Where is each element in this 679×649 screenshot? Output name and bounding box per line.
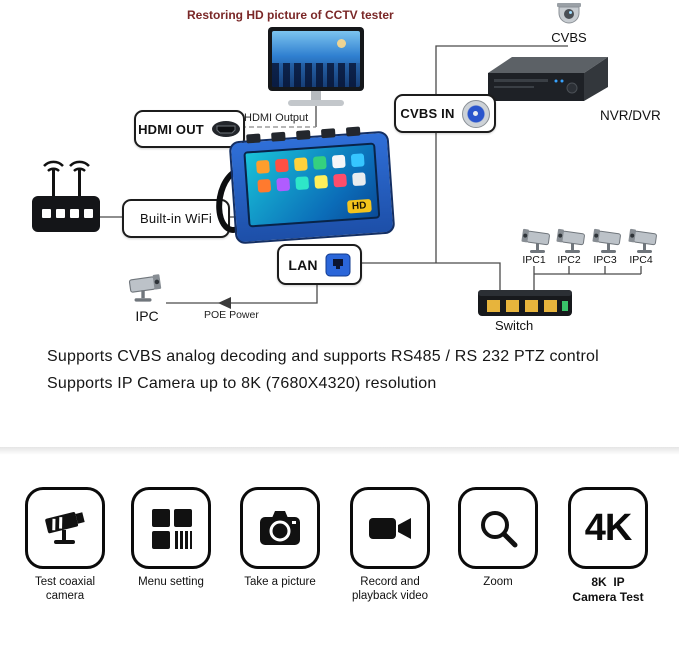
monitor-base xyxy=(288,100,344,106)
feature-card-photo xyxy=(240,487,320,569)
cvbs-in-box: CVBS IN xyxy=(394,94,496,133)
description-line-2: Supports IP Camera up to 8K (7680X4320) … xyxy=(47,375,437,392)
nvr-dvr-label: NVR/DVR xyxy=(600,108,661,123)
ipc2-camera-icon xyxy=(555,228,586,254)
hd-badge: HD xyxy=(346,198,372,214)
monitor-sun-detail xyxy=(337,39,346,48)
hdmi-output-label: HDMI Output xyxy=(244,112,309,124)
feature-label-record: Record and playback video xyxy=(351,576,429,603)
cctv-tester-device: HD xyxy=(211,126,396,245)
feature-card-coaxial xyxy=(25,487,105,569)
app-tile xyxy=(256,159,270,174)
tester-app-icons xyxy=(245,145,376,202)
switch-label: Switch xyxy=(495,318,534,333)
monitor-screen xyxy=(272,31,360,87)
cvbs-label: CVBS xyxy=(551,30,587,45)
ipc4-label: IPC4 xyxy=(629,254,653,266)
app-tile xyxy=(333,173,348,188)
app-tile xyxy=(314,174,329,189)
ipc4-camera-icon xyxy=(627,228,658,254)
feature-card-menu xyxy=(131,487,211,569)
port-nub xyxy=(296,130,311,140)
4k-icon: 4K xyxy=(584,506,633,549)
feature-card-zoom xyxy=(458,487,538,569)
hdmi-out-label: HDMI OUT xyxy=(138,121,204,137)
feature-label-photo: Take a picture xyxy=(244,576,316,588)
ipc3-label: IPC3 xyxy=(593,254,617,266)
monitor-stand xyxy=(311,91,321,100)
ethernet-port-icon xyxy=(325,253,351,276)
app-tile xyxy=(257,178,272,193)
ipc1-label: IPC1 xyxy=(522,254,546,266)
bnc-connector-icon xyxy=(461,99,490,128)
lan-box: LAN xyxy=(277,244,362,285)
feature-label-zoom: Zoom xyxy=(483,576,513,588)
app-tile xyxy=(295,176,310,191)
feature-card-4k: 4K xyxy=(568,487,648,569)
port-nub xyxy=(345,126,361,137)
feature-label-menu: Menu setting xyxy=(138,576,204,588)
app-tile xyxy=(293,157,308,172)
tester-screen: HD xyxy=(243,142,381,228)
poe-power-label: POE Power xyxy=(204,309,259,321)
hdmi-out-box: HDMI OUT xyxy=(134,110,245,148)
port-nub xyxy=(320,128,336,139)
ipc-label: IPC xyxy=(135,308,159,324)
ipc1-camera-icon xyxy=(520,228,551,254)
record-video-icon xyxy=(369,518,411,539)
menu-setting-icon xyxy=(152,509,192,549)
monitor-city-detail xyxy=(272,63,360,87)
app-tile xyxy=(331,154,346,169)
monitor-icon xyxy=(268,27,364,91)
ipc-camera-icon xyxy=(128,273,162,303)
builtin-wifi-label: Built-in WiFi xyxy=(140,211,212,226)
app-tile xyxy=(276,177,291,192)
app-tile xyxy=(274,158,289,173)
hdmi-plug-icon xyxy=(211,121,240,137)
app-tile xyxy=(312,155,327,170)
app-tile xyxy=(350,153,365,168)
feature-card-record xyxy=(350,487,430,569)
dome-camera-icon xyxy=(557,3,581,24)
cvbs-in-label: CVBS IN xyxy=(400,106,455,121)
coaxial-camera-icon xyxy=(45,512,85,544)
feature-label-coaxial: Test coaxial camera xyxy=(34,576,96,603)
network-switch-icon xyxy=(478,290,572,316)
wifi-router-icon xyxy=(32,160,100,232)
ipc2-label: IPC2 xyxy=(557,254,581,266)
ipc3-camera-icon xyxy=(591,228,622,254)
port-nub xyxy=(271,131,286,142)
section-divider xyxy=(0,447,679,455)
builtin-wifi-box: Built-in WiFi xyxy=(122,199,230,238)
monitor-caption: Restoring HD picture of CCTV tester xyxy=(187,8,394,22)
take-picture-icon xyxy=(260,511,300,545)
app-tile xyxy=(352,172,366,187)
description-line-1: Supports CVBS analog decoding and suppor… xyxy=(47,348,599,365)
nvr-dvr-icon xyxy=(488,57,608,101)
tester-body: HD xyxy=(228,126,396,245)
port-nub xyxy=(246,133,261,144)
zoom-icon xyxy=(481,511,518,548)
feature-label-4k: 8K IP Camera Test xyxy=(572,575,644,604)
lan-label: LAN xyxy=(288,256,318,273)
